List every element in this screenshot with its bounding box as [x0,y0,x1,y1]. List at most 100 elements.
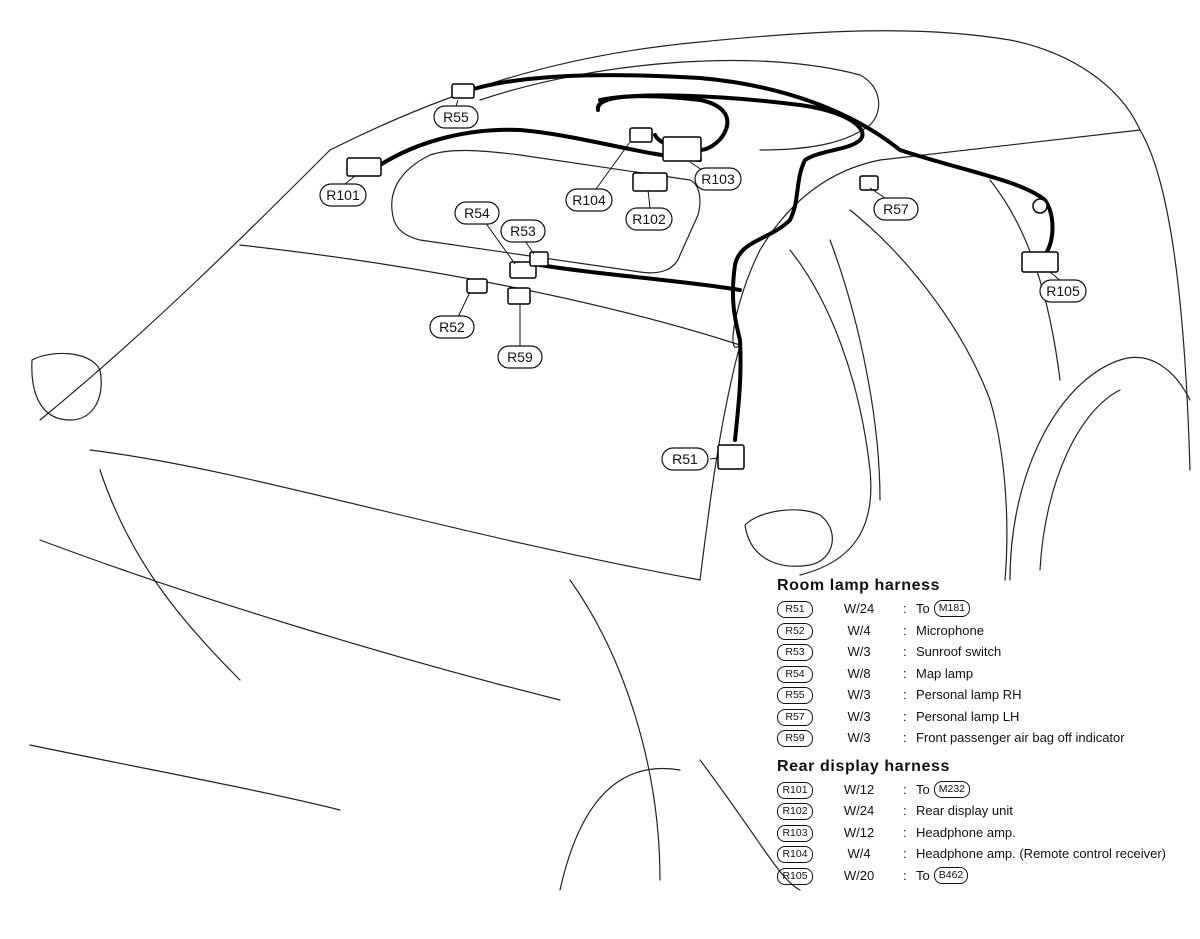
front-bumper [29,744,341,811]
separator: : [903,824,907,840]
b-pillar [829,239,881,501]
leader-r101 [344,175,356,185]
sunroof-panel [391,149,701,274]
connector-code: R59 [777,730,813,747]
connector-r105 [1021,251,1059,273]
connector-r103 [662,136,702,162]
wire-spec: W/12 [843,781,875,797]
connector-description: Map lamp [916,663,973,685]
separator: : [903,803,907,818]
svg-text:R104: R104 [572,192,606,208]
description-text: Microphone [916,622,984,638]
separator: : [903,601,907,616]
front-wheel-arch [559,768,681,891]
wire-spec: W/3 [847,730,871,745]
connector-code: R103 [777,824,813,842]
wire-spec: W/3 [847,644,871,659]
separator: : [903,867,907,883]
sill-line [699,759,801,891]
connector-code: R51 [777,601,813,618]
connector-r59 [507,287,531,305]
separator: : [903,687,907,702]
connector-r104 [629,127,653,143]
leader-r102 [647,189,651,209]
legend-row: R103 W/12: Headphone amp. [777,822,1197,844]
wire-spec: W/4 [847,846,871,861]
svg-text:R54: R54 [464,205,490,221]
wire-spec: W/24 [843,601,875,616]
callout-r52: R52 [429,315,475,339]
connector-r54 [509,261,537,279]
a-pillar-left [39,149,331,421]
connector-r102 [632,172,668,192]
connector-description: Rear display unit [916,800,1013,822]
windshield-top [239,244,741,346]
connector-description: Microphone [916,620,984,642]
callout-r55: R55 [433,105,479,129]
reference-connector: B462 [933,866,969,884]
svg-text:R59: R59 [507,349,533,365]
roof-rear-edge [479,59,880,151]
wire-spec: W/8 [847,665,871,681]
callout-r59: R59 [497,345,543,369]
rear-wheel-inner [1039,389,1121,571]
separator: : [903,644,907,659]
description-text: To [916,867,930,883]
description-text: Sunroof switch [916,644,1002,659]
leader-r53 [524,240,535,255]
wire-spec: W/20 [843,867,875,883]
reference-connector: M181 [933,600,970,618]
connector-description: Headphone amp. [916,822,1016,844]
fender-line [569,579,661,881]
hood-crease [39,539,561,701]
leader-r55 [455,99,459,107]
connector-code: R101 [777,781,813,799]
leader-r51 [709,457,719,460]
connector-description: Personal lamp LH [916,706,1019,728]
rear-display-harness-title: Rear display harness [777,757,950,775]
callout-r105: R105 [1039,279,1087,303]
wire-spec: W/12 [843,824,875,840]
connector-r52 [466,278,488,294]
description-text: Rear display unit [916,803,1013,818]
svg-text:R101: R101 [326,187,360,203]
description-text: Personal lamp LH [916,708,1020,724]
harness-room-lamp [468,73,1055,257]
side-mirror-left [31,352,102,421]
door-frame-rear [849,209,1008,581]
description-text: Personal lamp RH [916,687,1022,702]
harness-rear-display [378,127,702,167]
connector-code: R55 [777,687,813,704]
connector-description: Headphone amp. (Remote control receiver) [916,843,1166,865]
svg-text:R52: R52 [439,319,465,335]
harness-sunroof-loop [598,93,865,442]
grommet [1032,198,1048,214]
separator: : [903,665,907,681]
room-lamp-harness-title: Room lamp harness [777,577,941,594]
callout-r101: R101 [319,183,367,207]
callout-r53: R53 [500,219,546,243]
description-text: Headphone amp. (Remote control receiver) [916,846,1167,861]
description-text: Map lamp [916,665,974,681]
svg-text:R53: R53 [510,223,536,239]
connector-r51 [717,444,745,470]
svg-text:R105: R105 [1046,283,1080,299]
connector-r57 [859,175,879,191]
svg-text:R51: R51 [672,451,698,467]
wire-spec: W/3 [847,708,871,724]
side-mirror-right [744,509,833,567]
description-text: Headphone amp. [916,824,1016,840]
door-frame-front [789,249,872,576]
connector-code: R52 [777,622,813,640]
